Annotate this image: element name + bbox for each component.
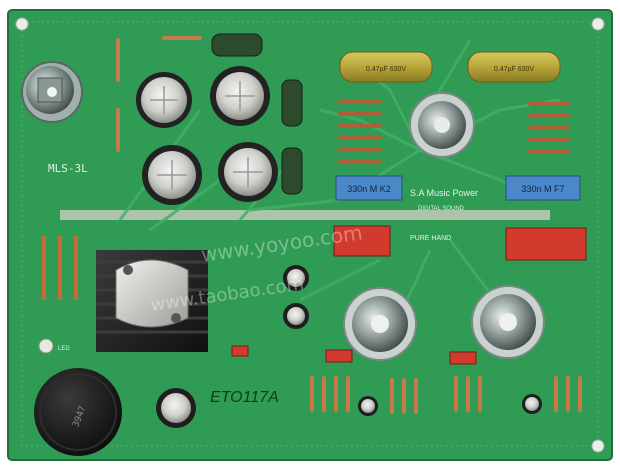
vacuum-tube-top (409, 92, 475, 158)
vacuum-tube-bottom-left (343, 287, 417, 361)
brand-text: S.A Music Power (410, 188, 478, 198)
power-transistor (115, 259, 189, 328)
film-capacitors-dark (211, 33, 303, 195)
led-label: LED (58, 346, 70, 352)
vacuum-tube-left (21, 61, 83, 123)
mounting-hole (15, 17, 29, 31)
yellow-capacitor-left: 0.47µF 630V (339, 51, 433, 83)
small-electrolytic-capacitors (156, 265, 542, 428)
silk-text-pure-hand: PURE HAND (410, 235, 451, 242)
resistor-bank-top-right (528, 102, 570, 154)
led-indicator (38, 338, 54, 354)
mounting-hole (591, 17, 605, 31)
resistor-bank-top-left (338, 100, 382, 164)
blue-capacitor-left: 330n M K2 (335, 175, 403, 201)
svg-text:330n M F7: 330n M F7 (521, 184, 564, 194)
ground-bus-trace (60, 210, 550, 220)
svg-text:330n M K2: 330n M K2 (347, 184, 391, 194)
model-label: MLS-3L (48, 162, 88, 175)
resistors-top-left (116, 36, 202, 152)
red-capacitors (231, 225, 587, 365)
vacuum-tube-bottom-right (471, 285, 545, 359)
volume-knob: 3947 (34, 368, 122, 456)
diode-bridge (42, 236, 78, 300)
electrolytic-capacitors-main (136, 66, 278, 205)
yellow-capacitor-right: 0.47µF 630V (467, 51, 561, 83)
mounting-hole (591, 439, 605, 453)
yellow-cap-left-text: 0.47µF 630V (366, 66, 407, 73)
blue-capacitor-right: 330n M F7 (505, 175, 581, 201)
silk-text-digital: DIGITAL SOUND (418, 206, 465, 212)
heatsink (96, 250, 208, 352)
yellow-cap-right-text: 0.47µF 630V (494, 66, 535, 73)
handwritten-label: ETO117A (210, 389, 279, 406)
resistor-row-bottom (310, 376, 582, 414)
